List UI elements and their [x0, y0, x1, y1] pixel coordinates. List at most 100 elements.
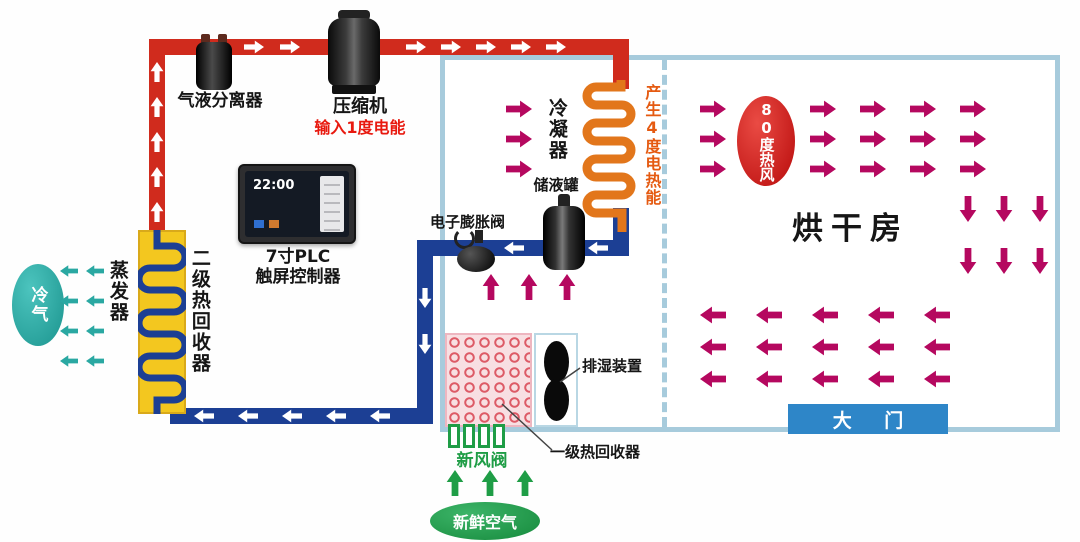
- air-arrow-up: [554, 274, 580, 300]
- coldair-arrows-row: [60, 352, 104, 370]
- secondary-recovery-label: 二级热回收器: [188, 248, 211, 374]
- hotair-arrows-row: [810, 156, 986, 182]
- coldair-arrow-left: [60, 322, 78, 340]
- flow-arrow-right: [476, 40, 496, 54]
- hotair-arrows-row: [810, 126, 986, 152]
- air-arrow-right: [960, 100, 986, 118]
- flow-arrow-up: [147, 97, 167, 117]
- coldair-arrows-row: [60, 292, 104, 310]
- flow-arrow-left: [238, 406, 258, 426]
- flow-arrow-left: [504, 238, 524, 258]
- air-arrow-up: [516, 274, 542, 300]
- heat-energy-label: 产生4度电热能: [642, 84, 662, 206]
- flow-arrow-right: [406, 40, 426, 54]
- flow-arrow-right: [511, 40, 531, 54]
- air-arrow-right: [860, 130, 886, 148]
- separator-cap-icon: [201, 34, 210, 46]
- flow-arrow-right: [244, 40, 264, 54]
- cold-air-badge: 冷气: [12, 264, 64, 346]
- liquid-receiver-icon: [543, 194, 585, 270]
- hotair-arrow-left-of-badge: [700, 96, 726, 122]
- condenser-coil-icon: [582, 80, 636, 232]
- compressor-body: [328, 18, 380, 86]
- condenser-air-arrow: [506, 156, 532, 182]
- plc-controller[interactable]: 22:00: [238, 164, 356, 244]
- primary-heat-recovery-box: [445, 333, 532, 427]
- air-arrow-left: [756, 366, 782, 392]
- air-arrow-left: [812, 334, 838, 360]
- flow-arrow-left: [194, 406, 214, 426]
- gas-liquid-separator-icon: [196, 34, 232, 90]
- air-arrow-right: [506, 130, 532, 148]
- tank-body: [543, 206, 585, 270]
- fresh-air-badge: 新鲜空气: [430, 502, 540, 540]
- plc-side-panel: [320, 176, 344, 232]
- tank-label: 储液罐: [533, 176, 579, 194]
- hot-air-label: 80度热风: [757, 100, 776, 182]
- air-arrow-right: [910, 130, 936, 148]
- hotair-arrows-down-row: [955, 196, 1053, 222]
- hot-pipe-top-horizontal: [149, 39, 629, 55]
- air-arrow-right: [860, 160, 886, 178]
- freshair-arrow-up: [477, 470, 503, 496]
- hotair-arrow-left-of-badge: [700, 126, 726, 152]
- valve-cell: [448, 424, 460, 448]
- plc-screen-chip: [254, 220, 264, 228]
- hotair-arrows-row: [810, 96, 986, 122]
- air-arrow-right: [810, 160, 836, 178]
- separator-body: [196, 42, 232, 90]
- input-energy-label: 输入1度电能: [314, 118, 406, 137]
- return-air-arrows-row: [700, 366, 950, 392]
- dehumidifier-box: [534, 333, 578, 427]
- cold-flow-arrow-upper-b: [504, 238, 524, 258]
- air-arrow-down: [955, 248, 981, 274]
- flow-arrow-right: [441, 40, 461, 54]
- coldair-arrows-row: [60, 322, 104, 340]
- coldair-arrow-left: [60, 262, 78, 280]
- plc-screen-chip: [269, 220, 279, 228]
- plc-screen[interactable]: 22:00: [245, 171, 349, 237]
- air-arrow-right: [506, 100, 532, 118]
- flow-arrow-left: [282, 406, 302, 426]
- cold-flow-arrows-down: [415, 288, 435, 354]
- cold-flow-arrows-left: [194, 406, 390, 426]
- air-arrow-right: [810, 130, 836, 148]
- air-arrow-right: [506, 160, 532, 178]
- air-arrow-down: [991, 248, 1017, 274]
- return-air-arrows-row: [700, 302, 950, 328]
- freshair-arrows-up: [442, 470, 538, 496]
- air-arrow-right: [700, 160, 726, 178]
- coldair-arrows-row: [60, 262, 104, 280]
- flow-arrow-up: [147, 132, 167, 152]
- valve-stem: [475, 230, 483, 243]
- evaporator-label: 蒸发器: [106, 260, 129, 323]
- cold-flow-arrow-upper-a: [588, 238, 608, 258]
- coldair-arrow-left: [86, 292, 104, 310]
- hot-pipe-condenser-drop: [613, 39, 629, 89]
- air-arrow-left: [812, 302, 838, 328]
- room-divider-dashed: [662, 60, 667, 427]
- condenser-label: 冷凝器: [545, 98, 568, 161]
- dehumidifier-roller-icon: [544, 341, 569, 383]
- air-arrow-left: [924, 302, 950, 328]
- flow-arrow-up: [147, 202, 167, 222]
- hot-air-badge: 80度热风: [737, 96, 795, 186]
- separator-label: 气液分离器: [177, 91, 263, 111]
- primary-recovery-label: 一级热回收器: [550, 443, 641, 461]
- air-arrow-down: [955, 196, 981, 222]
- air-arrow-left: [700, 302, 726, 328]
- freshair-arrow-up: [512, 470, 538, 496]
- flow-arrow-left: [370, 406, 390, 426]
- flow-arrow-right: [546, 40, 566, 54]
- cold-pipe-vertical: [417, 240, 433, 424]
- hotair-arrows-down-row: [955, 248, 1053, 274]
- plc-label-line1: 7寸PLC: [265, 247, 331, 267]
- valve-cell: [463, 424, 475, 448]
- air-arrow-left: [700, 334, 726, 360]
- air-arrow-left: [924, 334, 950, 360]
- dehumidifier-label: 排湿装置: [582, 357, 643, 375]
- air-arrow-left: [756, 302, 782, 328]
- flow-arrow-left: [588, 238, 608, 258]
- condenser-air-arrow: [506, 96, 532, 122]
- air-arrows-up-under-pipe: [478, 274, 580, 300]
